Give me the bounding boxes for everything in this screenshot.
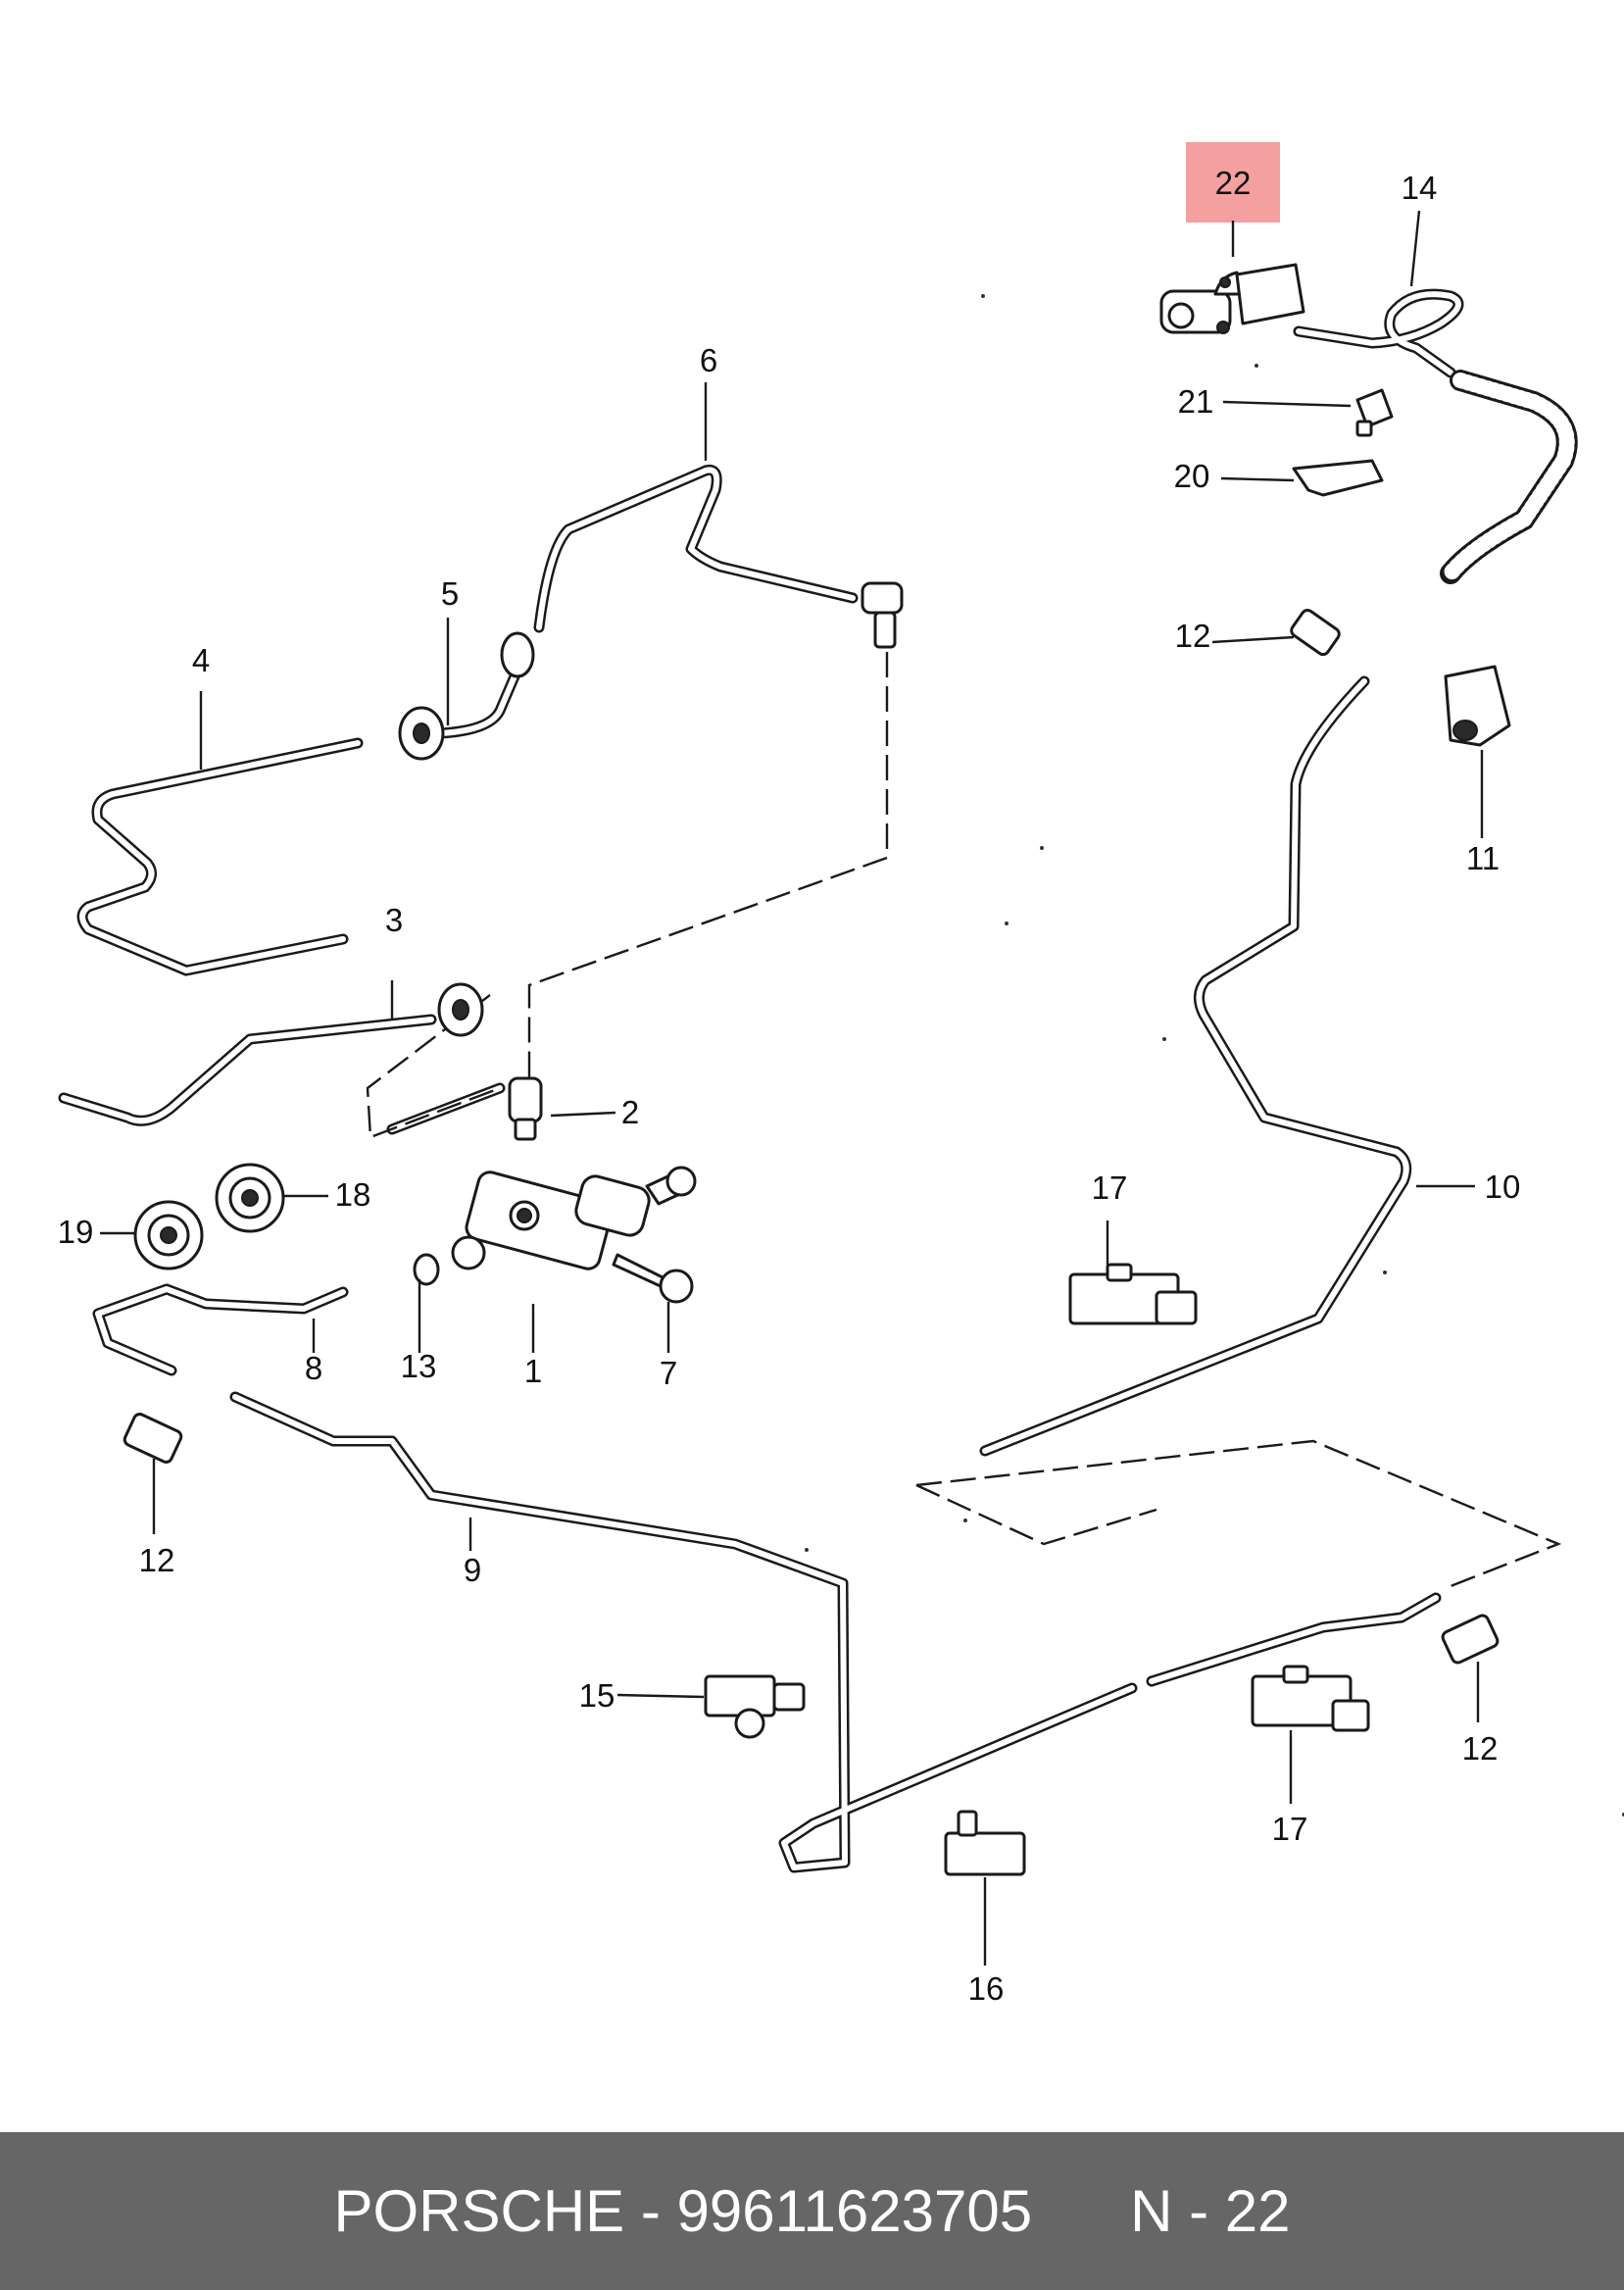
leader-lines xyxy=(100,210,1484,1966)
callout-10: 10 xyxy=(1485,1169,1521,1205)
callout-12-upper: 12 xyxy=(1175,618,1211,654)
part-12-fitting-left xyxy=(123,1413,183,1464)
part-16-clip xyxy=(944,1810,1026,1876)
position-label: N - 22 xyxy=(1130,2178,1291,2244)
part-17-clip-upper xyxy=(1068,1263,1198,1325)
part-3-grommet xyxy=(437,982,484,1037)
part-20-bracket xyxy=(1292,459,1384,497)
part-1-clutch-master-cylinder xyxy=(451,1166,697,1270)
brand-name: PORSCHE xyxy=(333,2178,625,2244)
callout-12-left: 12 xyxy=(139,1542,175,1578)
callout-12-right: 12 xyxy=(1462,1730,1499,1767)
parts-diagram: 1 2 3 4 5 6 7 8 9 10 11 12 12 12 13 14 1… xyxy=(58,142,1624,2007)
callout-17-upper: 17 xyxy=(1092,1170,1128,1206)
part-15-clip xyxy=(704,1674,806,1739)
callout-6: 6 xyxy=(700,342,717,378)
part-21-clip xyxy=(1355,388,1394,437)
part-22-clutch-slave-cylinder xyxy=(1159,263,1305,334)
callout-4: 4 xyxy=(192,642,210,678)
callout-22: 22 xyxy=(1215,165,1252,201)
part-18-grommet xyxy=(215,1163,285,1233)
callout-1: 1 xyxy=(524,1353,542,1389)
callout-19: 19 xyxy=(58,1214,94,1250)
part-11-bracket xyxy=(1444,665,1511,747)
part-19-grommet xyxy=(133,1200,204,1270)
footer-caption: PORSCHE - 99611623705 N - 22 xyxy=(0,2132,1624,2290)
part-6-union xyxy=(861,581,904,649)
callout-14: 14 xyxy=(1402,170,1438,206)
part-12-fitting-upper xyxy=(1290,608,1341,657)
callout-16: 16 xyxy=(968,1970,1005,2007)
part-5-grommet xyxy=(398,631,535,761)
callout-2: 2 xyxy=(621,1094,639,1130)
callout-7: 7 xyxy=(660,1355,677,1391)
callout-8: 8 xyxy=(305,1350,322,1386)
callout-3: 3 xyxy=(385,902,403,938)
footer-bar: PORSCHE - 99611623705 N - 22 xyxy=(0,2132,1624,2290)
dashed-connectors xyxy=(366,652,1562,1588)
callout-21: 21 xyxy=(1178,383,1214,420)
part-17-clip-lower xyxy=(1251,1665,1370,1732)
callout-18: 18 xyxy=(335,1176,371,1213)
part-2-banjo-union xyxy=(508,1076,543,1141)
part-7-bolt xyxy=(612,1253,694,1304)
callouts: 1 2 3 4 5 6 7 8 9 10 11 12 12 12 13 14 1… xyxy=(58,165,1521,2007)
caption-separator: - xyxy=(624,2178,677,2244)
callout-17-lower: 17 xyxy=(1272,1811,1308,1847)
stray-dots xyxy=(805,294,1624,1817)
part-13-seal-ring xyxy=(413,1253,440,1286)
callout-15: 15 xyxy=(579,1677,615,1714)
highlight-box xyxy=(1186,142,1280,223)
hydraulic-lines xyxy=(58,288,1578,1873)
callout-9: 9 xyxy=(464,1552,481,1588)
caption-gap xyxy=(1032,2178,1130,2244)
callout-5: 5 xyxy=(441,575,459,612)
callout-11: 11 xyxy=(1466,840,1500,876)
part-number: 99611623705 xyxy=(676,2178,1033,2244)
part-12-fitting-right xyxy=(1441,1614,1500,1665)
callout-20: 20 xyxy=(1174,458,1210,494)
callout-13: 13 xyxy=(401,1348,437,1384)
